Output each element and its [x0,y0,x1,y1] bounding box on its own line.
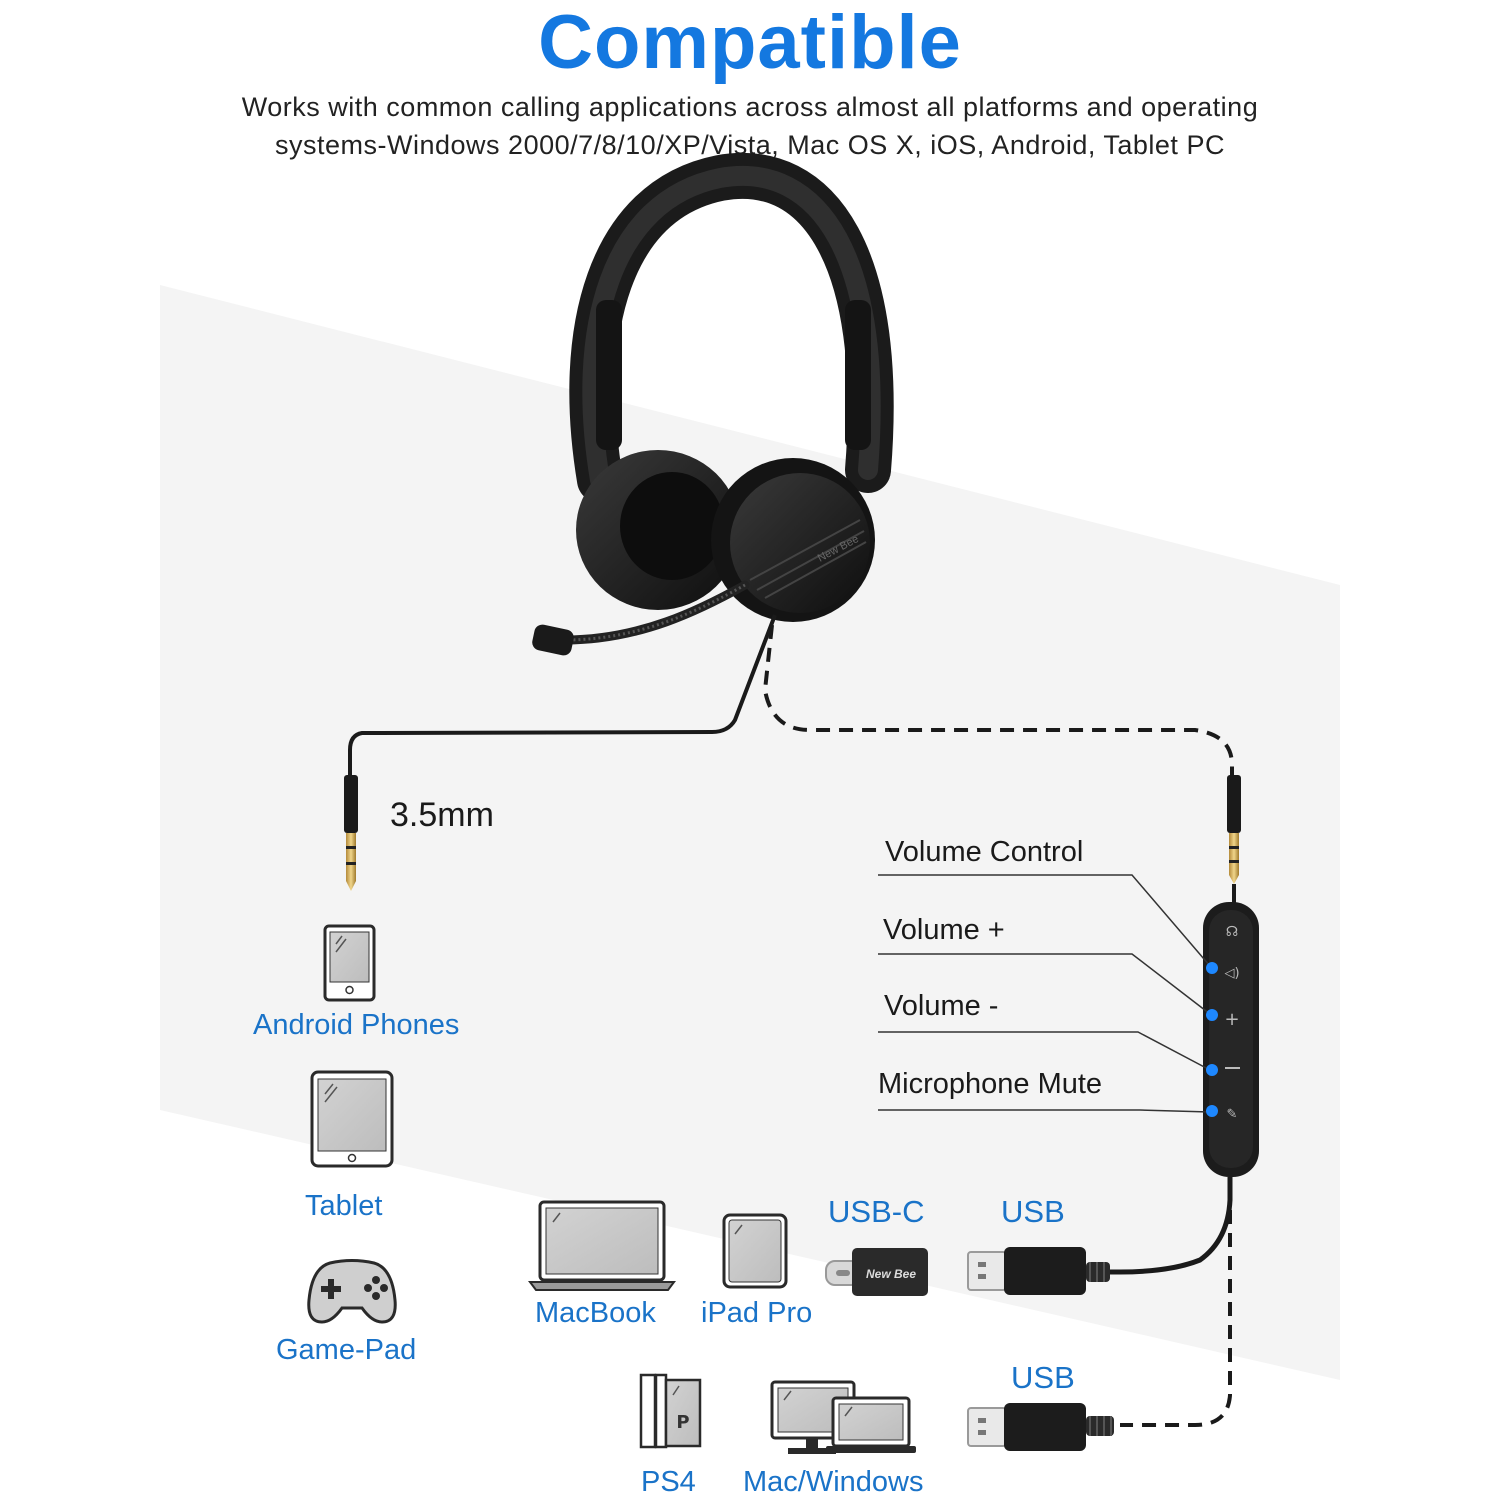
page-title: Compatible [538,0,962,85]
device-label-android-phones: Android Phones [253,1009,460,1041]
connector-label-usb-bottom: USB [1011,1360,1075,1395]
gamepad-icon [307,1259,397,1324]
connector-label-usb-top: USB [1001,1194,1065,1229]
phone-icon [323,924,376,1002]
device-label-ipad-pro: iPad Pro [701,1297,813,1329]
svg-text:◁): ◁) [1224,966,1239,981]
svg-text:P: P [676,1412,689,1433]
control-label-microphone-mute: Microphone Mute [878,1068,1103,1100]
device-label-tablet: Tablet [305,1190,383,1222]
device-label-ps4: PS4 [641,1466,696,1498]
jack-left [344,775,358,891]
inline-remote: ☊ ◁) + ✎ [1203,902,1259,1177]
device-label-mac-windows: Mac/Windows [743,1466,924,1498]
svg-text:☊: ☊ [1226,924,1238,940]
headset [532,153,894,656]
device-label-game-pad: Game-Pad [276,1334,417,1366]
tablet-icon [310,1070,394,1168]
control-leader-lines [878,874,1211,1113]
desktop-icon [770,1380,916,1454]
ipad-icon [722,1213,788,1289]
extension-cable [762,624,1234,775]
adapter-brand: New Bee [866,1267,916,1281]
control-label-volume-control: Volume Control [885,836,1084,868]
headset-cable [348,614,777,775]
connector-label-usb-c: USB-C [828,1194,925,1229]
control-label-volume-plus: Volume + [883,914,1005,946]
device-label-macbook: MacBook [535,1297,656,1329]
jack-size-label: 3.5mm [390,796,494,834]
usb-plug-bottom [967,1403,1114,1451]
jack-right [1227,775,1241,884]
usbc-adapter [825,1248,928,1296]
usb-plug-top [967,1247,1110,1295]
control-dots [1206,962,1218,1117]
subtitle-line-1: Works with common calling applications a… [241,92,1259,122]
svg-text:+: + [1224,1009,1239,1030]
svg-text:✎: ✎ [1227,1107,1238,1122]
ps4-icon: P [639,1373,702,1449]
laptop-icon [528,1200,676,1291]
control-label-volume-minus: Volume - [884,990,999,1022]
